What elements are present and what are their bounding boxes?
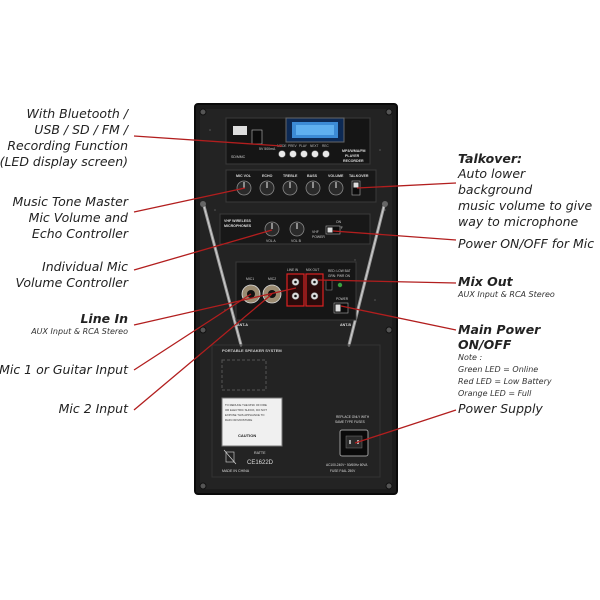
mix-out-rca[interactable] [305, 273, 324, 307]
made-in: MADE IN CHINA [222, 469, 250, 473]
antenna-label: ANT-B [340, 323, 351, 327]
rca-label: LINE IN [287, 268, 299, 272]
main-power-label: Main Power ON/OFF Note : Green LED = Onl… [458, 322, 552, 398]
blank-plate [221, 359, 267, 391]
power-mic-label: Power ON/OFF for Mic [458, 236, 595, 251]
vol-knob-label: VOL A [266, 239, 276, 243]
player-button-label: PREV [288, 144, 298, 148]
line-in-label: Line In AUX Input & RCA Stereo [31, 311, 128, 336]
mic-power-label: POWER [312, 235, 325, 239]
knob-label: TREBLE [283, 174, 298, 178]
screw [199, 108, 207, 116]
mic-jack-label: MIC2 [268, 277, 276, 281]
mic1-label: Mic 1 or Guitar Input [0, 362, 128, 377]
vol-knob-label: VOL B [291, 239, 302, 243]
screw [385, 108, 393, 116]
player-button-play[interactable] [300, 150, 308, 158]
knob-label: MIC VOL [236, 174, 252, 178]
on-label: ON [336, 220, 342, 224]
knob-label: ECHO [262, 174, 273, 178]
mic-power-label: VHF [312, 230, 319, 234]
leader-line [356, 182, 457, 189]
sd-label: SD/MMC [231, 155, 246, 159]
antenna-label: ANT-A [237, 323, 248, 327]
mic2-label: Mic 2 Input [58, 401, 128, 416]
line-mix-aux-jack[interactable] [325, 279, 333, 291]
led-label: RED: LOW BAT [328, 269, 351, 273]
warning-text: RAIN OR MOISTURE [225, 418, 252, 422]
leader-line [340, 305, 457, 331]
rca-label: MIX OUT [306, 268, 319, 272]
mic-jack-label: MIC1 [246, 277, 254, 281]
screw [385, 482, 393, 490]
antenna-a [200, 201, 243, 347]
led-label: GRN: PWR ON [328, 274, 351, 278]
talkover-label: TALKOVER [349, 174, 369, 178]
bluetooth-label: With Bluetooth / USB / SD / FM / Recordi… [0, 106, 128, 169]
power-inlet[interactable] [339, 429, 369, 457]
cover-plate [211, 344, 381, 478]
leader-line [133, 293, 252, 371]
mic-power-switch[interactable] [325, 225, 341, 235]
mic-volume-label: Individual Mic Volume Controller [15, 259, 128, 290]
screw [385, 326, 393, 334]
warning-label [221, 397, 283, 447]
fuse-note: SAME TYPE FUSES [335, 420, 365, 424]
warning-text: TO REDUCE THE RISK OF FIRE [225, 403, 267, 407]
player-button-rec[interactable] [322, 150, 330, 158]
screw [199, 326, 207, 334]
player-button-label: NEXT [310, 144, 319, 148]
ac-input-label: AC100-240V~ 50/60Hz 60VA [326, 463, 368, 467]
player-button-next[interactable] [311, 150, 319, 158]
leader-line [317, 279, 457, 284]
leader-line [133, 229, 273, 271]
player-button-prev[interactable] [289, 150, 297, 158]
wireless-title: VHF WIRELESS [224, 219, 252, 223]
player-button-mode[interactable] [278, 150, 286, 158]
power-label: POWER [336, 297, 349, 301]
knob-label: BASS [307, 174, 318, 178]
fuse-note: REPLACE ONLY WITH [336, 415, 370, 419]
leader-line [133, 187, 246, 213]
power-led [337, 282, 343, 288]
leader-line [133, 135, 283, 147]
warning-text: OR ELECTRIC SHOCK, DO NOT [225, 408, 267, 412]
leader-line [133, 287, 297, 326]
knob-label: VOLUME [328, 174, 344, 178]
wireless-title: MICROPHONES [224, 224, 252, 228]
sd-slot [233, 126, 247, 135]
recycle-bin-icon [223, 449, 237, 465]
talkover-callout: Talkover: Auto lower background music vo… [458, 151, 593, 229]
system-title: PORTABLE SPEAKER SYSTEM [222, 348, 282, 353]
player-button-label: PLAY [299, 144, 308, 148]
tone-master-label: Music Tone Master Mic Volume and Echo Co… [12, 194, 128, 241]
ce-mark: CE1622D [247, 460, 274, 466]
mix-out-label: Mix Out AUX Input & RCA Stereo [458, 274, 555, 299]
screw [199, 482, 207, 490]
usb-label: 5V 500mA [259, 147, 276, 151]
leader-line [332, 230, 457, 241]
fuse-label: FUSE F4AL 250V [330, 469, 356, 473]
leader-line [354, 409, 457, 444]
player-button-label: REC [322, 144, 329, 148]
rating-text: RATTE [254, 451, 266, 455]
player-title: MP3/WMA/FM [342, 149, 366, 153]
leader-line [133, 293, 273, 411]
player-title: PLAYER [345, 154, 360, 158]
player-buttons [278, 150, 330, 158]
warning-text: EXPOSE THIS APPLIANCE TO [225, 413, 265, 417]
player-title: RECORDER [343, 159, 364, 163]
caution-text: CAUTION [238, 433, 256, 438]
usb-port [251, 129, 263, 145]
power-supply-label: Power Supply [458, 401, 543, 416]
wireless-mic-module [219, 213, 371, 245]
antenna-b [347, 201, 388, 347]
